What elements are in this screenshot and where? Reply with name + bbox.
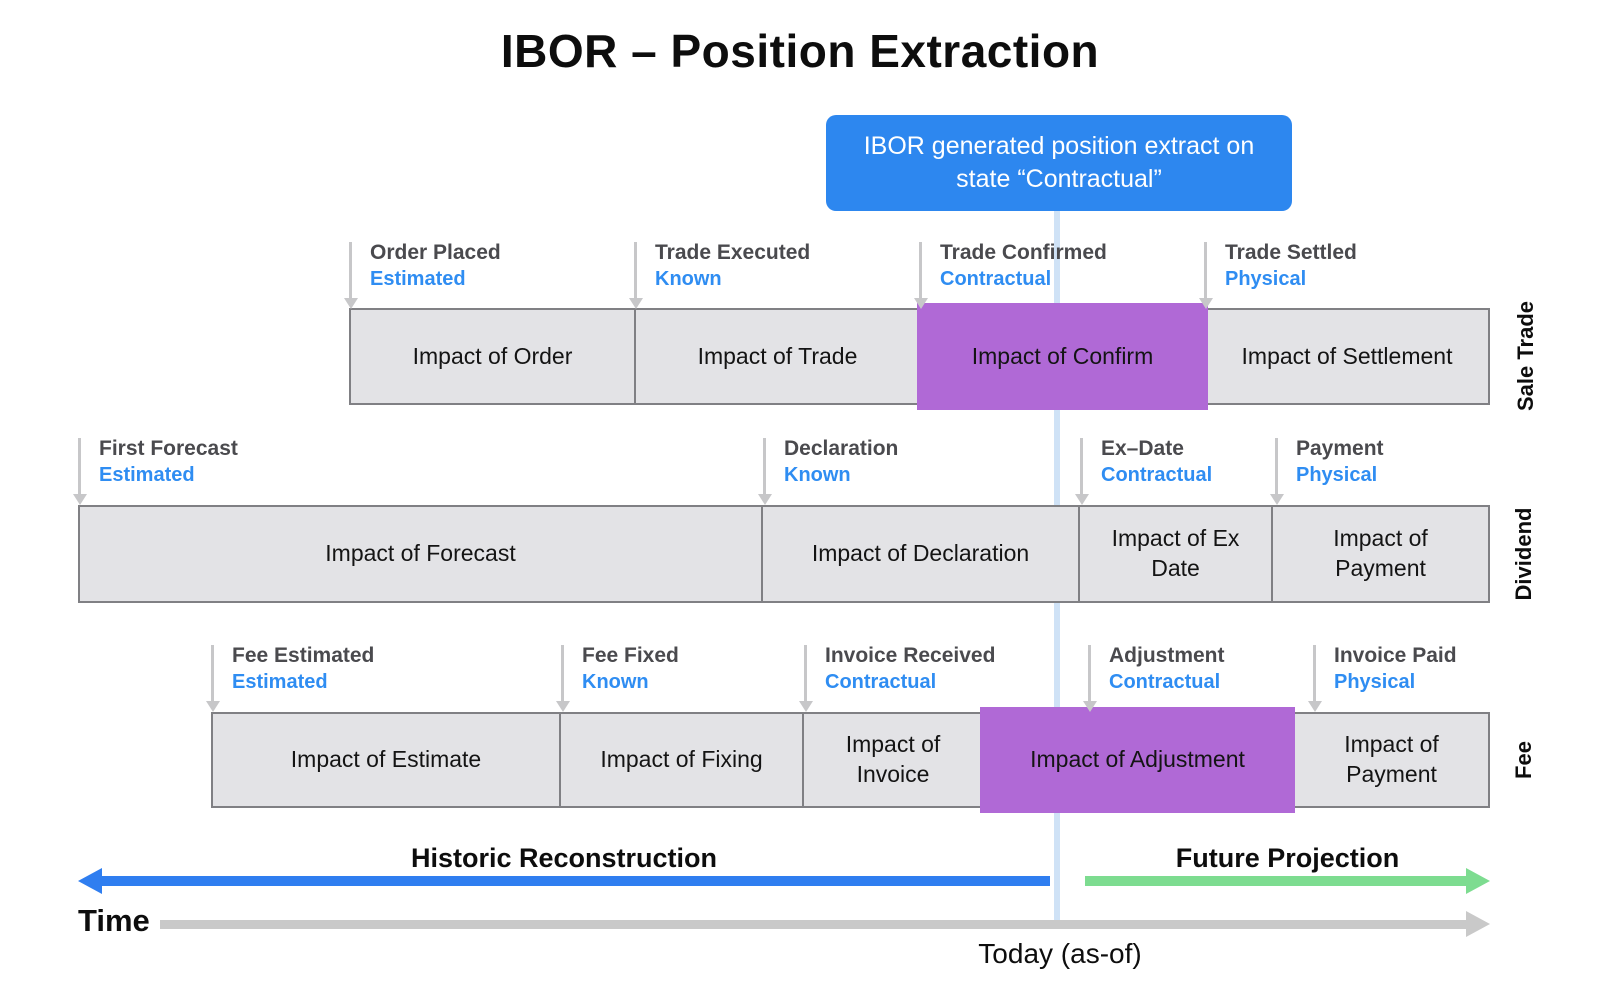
segment-impact-of-adjustment: Impact of Adjustment	[980, 707, 1295, 813]
historic-reconstruction-label: Historic Reconstruction	[410, 843, 718, 873]
down-arrow-icon	[1308, 643, 1322, 712]
lane-label-dividend: Dividend	[1511, 507, 1536, 601]
down-arrow-icon	[206, 643, 220, 712]
segment-divider	[1271, 507, 1273, 601]
segment-impact-of-settlement: Impact of Settlement	[1241, 342, 1453, 369]
historic-arrow-head-icon	[78, 868, 102, 894]
segment-divider	[1078, 507, 1080, 601]
lane-label-fee: Fee	[1511, 741, 1536, 779]
milestone-event: Adjustment	[1109, 644, 1225, 667]
fee-bar: Impact of Estimate Impact of Fixing Impa…	[211, 707, 1490, 813]
today-as-of-label: Today (as-of)	[978, 938, 1142, 969]
segment-divider	[802, 714, 804, 806]
milestone-state: Contractual	[825, 671, 937, 694]
milestone-event: Ex–Date	[1101, 437, 1184, 460]
segment-impact-of-confirm: Impact of Confirm	[917, 303, 1208, 410]
page-title: IBOR – Position Extraction	[500, 25, 1100, 77]
down-arrow-icon	[629, 240, 643, 309]
milestone-event: Trade Confirmed	[940, 241, 1107, 264]
milestone-state: Contractual	[940, 268, 1052, 291]
segment-impact-of-forecast: Impact of Forecast	[325, 540, 516, 567]
segment-divider	[761, 507, 763, 601]
milestone-event: Order Placed	[370, 241, 501, 264]
down-arrow-icon	[799, 643, 813, 712]
down-arrow-icon	[1270, 436, 1284, 505]
milestone-state: Estimated	[99, 464, 195, 487]
milestone-event: Trade Settled	[1225, 241, 1357, 264]
segment-divider	[634, 310, 636, 403]
future-arrow-head-icon	[1466, 868, 1490, 894]
milestone-event: Fee Fixed	[582, 644, 679, 667]
milestone-state: Contractual	[1101, 464, 1213, 487]
milestone-state: Physical	[1334, 671, 1416, 694]
segment-impact-of-ex-date: Impact of Ex Date	[1111, 525, 1240, 581]
segment-impact-of-trade: Impact of Trade	[697, 342, 858, 369]
segment-impact-of-payment-fee: Impact of Payment	[1344, 731, 1439, 787]
sale-trade-bar: Impact of Order Impact of Trade Impact o…	[349, 303, 1490, 410]
segment-impact-of-fixing: Impact of Fixing	[600, 746, 763, 773]
milestone-event: First Forecast	[99, 437, 238, 460]
milestone-state: Known	[582, 671, 649, 694]
milestone-event: Invoice Received	[825, 644, 996, 667]
milestone-event: Declaration	[784, 437, 899, 460]
down-arrow-icon	[914, 240, 928, 309]
dividend-bar: Impact of Forecast Impact of Declaration…	[78, 505, 1490, 603]
milestone-state: Contractual	[1109, 671, 1221, 694]
milestone-event: Invoice Paid	[1334, 644, 1457, 667]
down-arrow-icon	[1199, 240, 1213, 309]
milestone-state: Estimated	[370, 268, 466, 291]
milestone-state: Known	[784, 464, 851, 487]
milestone-event: Payment	[1296, 437, 1384, 460]
time-arrow-shaft	[160, 920, 1466, 929]
time-axis-label: Time	[78, 903, 150, 938]
future-arrow-shaft	[1085, 876, 1468, 886]
down-arrow-icon	[344, 240, 358, 309]
segment-divider	[559, 714, 561, 806]
segment-impact-of-payment: Impact of Payment	[1333, 525, 1428, 581]
milestone-state: Physical	[1225, 268, 1307, 291]
segment-impact-of-order: Impact of Order	[412, 342, 573, 369]
milestone-state: Estimated	[232, 671, 328, 694]
milestone-state: Physical	[1296, 464, 1378, 487]
milestone-event: Trade Executed	[655, 241, 811, 264]
ibor-extract-callout: IBOR generated position extract on state…	[826, 115, 1292, 211]
down-arrow-icon	[1083, 643, 1097, 712]
down-arrow-icon	[73, 436, 87, 505]
milestone-event: Fee Estimated	[232, 644, 375, 667]
future-projection-label: Future Projection	[1175, 843, 1400, 873]
segment-impact-of-invoice: Impact of Invoice	[845, 731, 941, 787]
down-arrow-icon	[758, 436, 772, 505]
lane-label-sale-trade: Sale Trade	[1513, 300, 1538, 412]
down-arrow-icon	[556, 643, 570, 712]
segment-impact-of-declaration: Impact of Declaration	[811, 540, 1030, 567]
milestone-state: Known	[655, 268, 722, 291]
time-arrow-head-icon	[1466, 911, 1490, 937]
segment-impact-of-estimate: Impact of Estimate	[290, 746, 482, 773]
down-arrow-icon	[1075, 436, 1089, 505]
historic-arrow-shaft	[100, 876, 1050, 886]
